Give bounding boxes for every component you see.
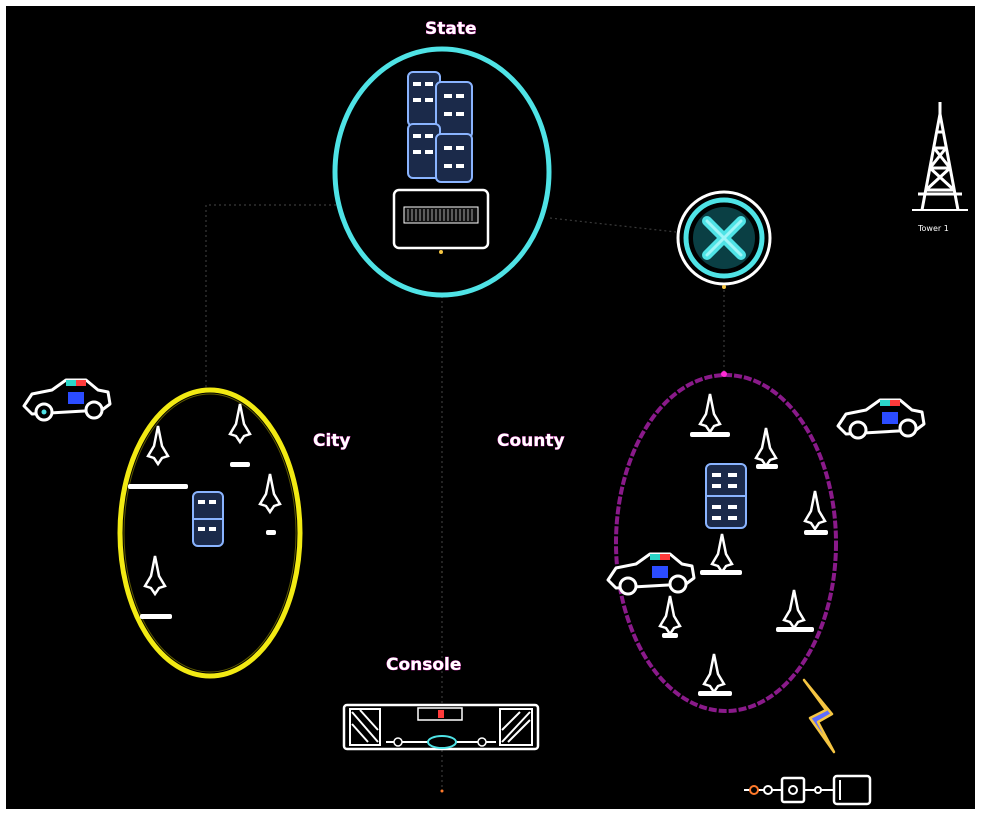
- radio-device-icon: [803, 490, 827, 532]
- police-car-icon: [22, 378, 112, 422]
- server-rack-icon: [192, 491, 224, 547]
- radio-tower-icon: [912, 102, 968, 211]
- console-region-label: Console: [386, 655, 461, 675]
- tower-label: Tower 1: [917, 224, 949, 233]
- state-region-label: State: [425, 19, 477, 39]
- radio-device-icon: [146, 425, 170, 467]
- gateway-x-icon: [676, 190, 772, 289]
- radio-device-icon: [143, 555, 167, 597]
- link-state-gateway: [549, 217, 677, 233]
- police-car-icon: [606, 552, 696, 596]
- city-region-ring: [117, 387, 303, 679]
- server-rack-icon: [407, 71, 473, 183]
- county-region-label: County: [497, 431, 565, 451]
- console-region: Console: [342, 655, 540, 793]
- state-region-ring: [332, 46, 552, 298]
- state-equipment-panel: [392, 188, 490, 254]
- police-car-icon: [836, 398, 926, 440]
- lightning-icon: [802, 678, 836, 754]
- server-rack-icon: [705, 463, 747, 529]
- radio-device-icon: [258, 473, 282, 515]
- link-lines: [205, 204, 725, 790]
- diagram-background: [6, 6, 975, 809]
- county-region: County: [497, 371, 838, 713]
- state-region: State: [332, 19, 552, 298]
- link-state-city: [205, 204, 336, 392]
- city-region: City: [117, 387, 351, 679]
- radio-device-icon: [228, 403, 252, 445]
- radio-device-icon: [744, 774, 872, 806]
- console-position: [342, 703, 540, 751]
- city-region-label: City: [313, 431, 351, 451]
